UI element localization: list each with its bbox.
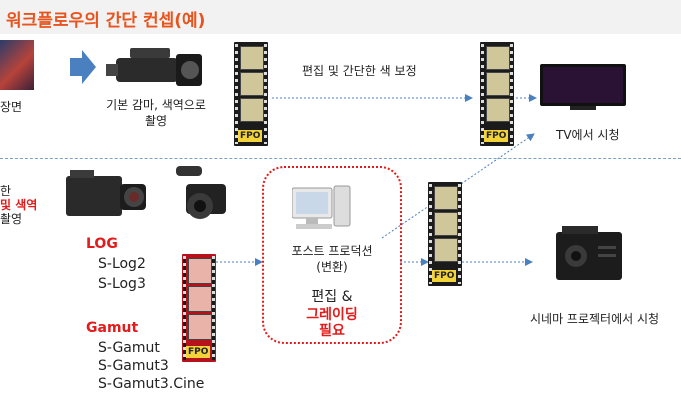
computer-icon xyxy=(292,185,351,229)
gamut-item: S-Gamut3.Cine xyxy=(98,376,205,392)
left-text-3: 촬영 xyxy=(0,212,23,226)
scene-to-camera-arrow xyxy=(70,50,96,84)
gamut-title: Gamut xyxy=(86,320,139,336)
required-label: 필요 xyxy=(319,323,345,339)
mirrorless-camera-icon xyxy=(176,166,226,219)
page-title: 워크플로우의 간단 컨셉(예) xyxy=(6,11,206,31)
title-bar xyxy=(0,0,681,34)
film-strip-top-1: FPO xyxy=(234,42,268,146)
conversion-label: (변환) xyxy=(316,260,348,274)
post-production-label: 포스트 프로덕션 xyxy=(291,244,373,258)
section-divider xyxy=(0,158,681,159)
left-text-1: 한 xyxy=(0,184,12,198)
fpo-label: FPO xyxy=(238,130,263,142)
cinema-camera-icon xyxy=(66,170,146,216)
gamut-item: S-Gamut3 xyxy=(98,358,169,374)
camcorder-icon xyxy=(106,48,202,86)
grading-label: 그레이딩 xyxy=(306,307,358,323)
cinema-label: 시네마 프로젝터에서 시청 xyxy=(530,312,660,326)
edit-amp-label: 편집 & xyxy=(311,289,353,305)
edit-color-label: 편집 및 간단한 색 보정 xyxy=(302,64,417,78)
scene-label: 장면 xyxy=(0,100,23,114)
tv-icon xyxy=(540,64,626,110)
camera-caption-2: 촬영 xyxy=(144,114,168,128)
log-item: S-Log2 xyxy=(98,256,146,272)
film-strip-bottom: FPO xyxy=(428,182,462,286)
camera-caption-1: 기본 감마, 색역으로 xyxy=(106,98,206,112)
log-title: LOG xyxy=(86,236,118,252)
cinema-projector-icon xyxy=(556,226,622,280)
fpo-label: FPO xyxy=(484,130,509,142)
gamut-item: S-Gamut xyxy=(98,340,160,356)
tv-label: TV에서 시청 xyxy=(556,128,620,142)
film-strip-top-2: FPO xyxy=(480,42,514,146)
left-text-2: 및 색역 xyxy=(0,198,38,212)
fpo-label: FPO xyxy=(432,270,457,282)
scene-image xyxy=(0,40,34,90)
log-item: S-Log3 xyxy=(98,276,146,292)
film-strip-log: FPO xyxy=(182,254,216,362)
fpo-label: FPO xyxy=(186,346,211,358)
post-production-box xyxy=(262,166,402,344)
